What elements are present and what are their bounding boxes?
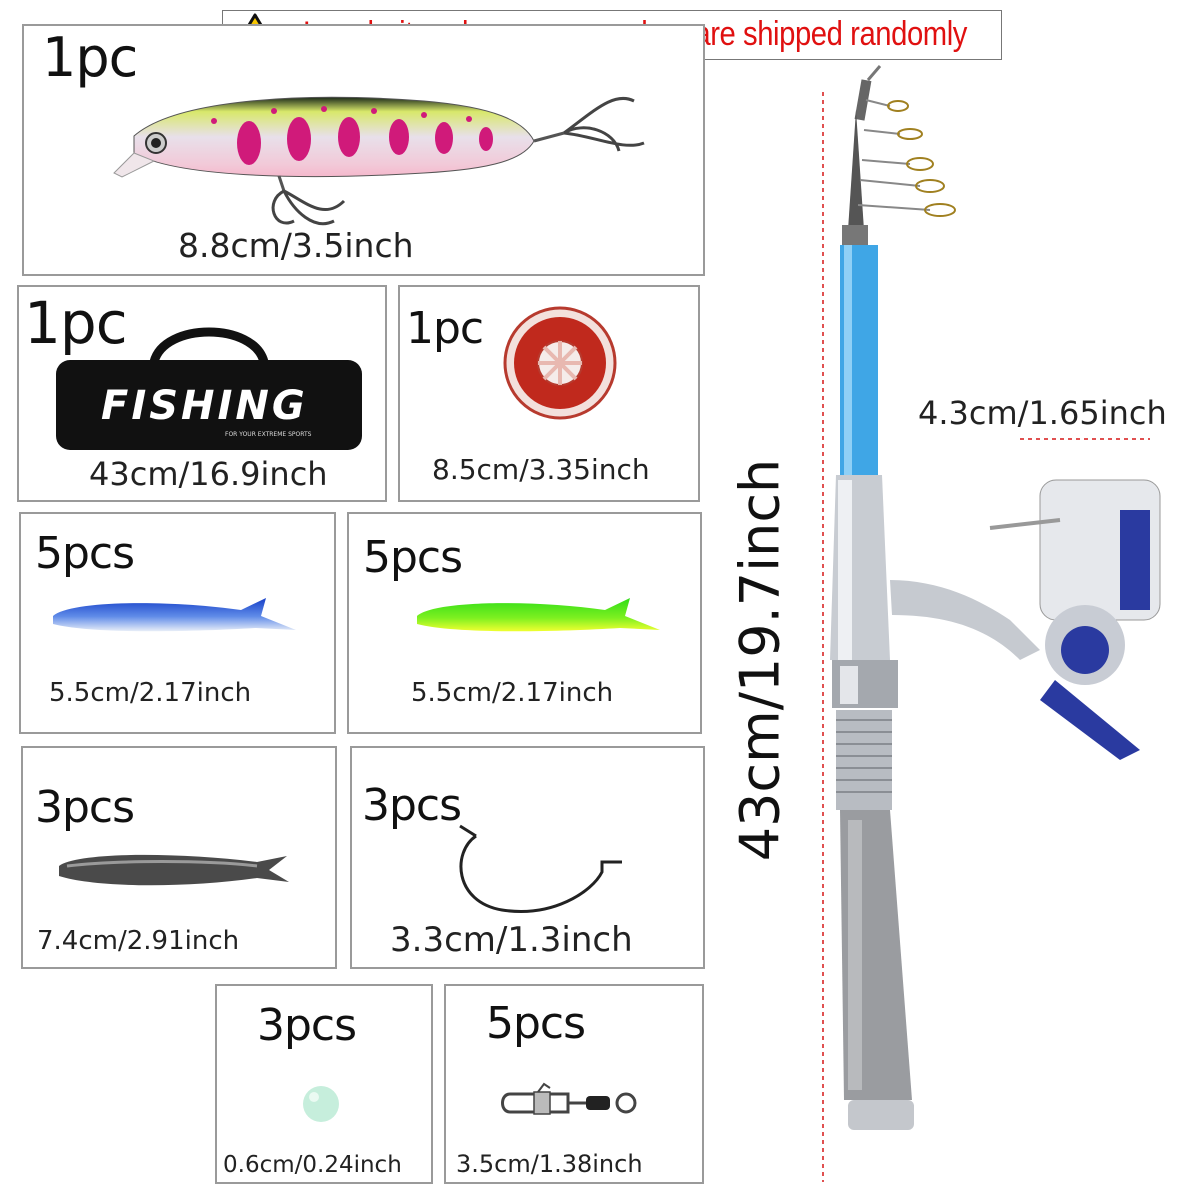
rod-length-dimension-line (822, 92, 824, 1182)
item-quantity: 5pcs (486, 998, 586, 1049)
bead-image (303, 1086, 339, 1122)
item-size: 3.5cm/1.38inch (456, 1150, 643, 1178)
item-size: 8.8cm/3.5inch (178, 226, 414, 265)
rod-bag-image (56, 327, 362, 450)
fishing-rod-image (830, 65, 1161, 1130)
item-silver-soft-bait: 3pcs 7.4cm/2.91inch (21, 746, 337, 969)
bag-tagline-text: FOR YOUR EXTREME SPORTS (225, 431, 312, 438)
fishing-line-spool-image (503, 306, 617, 420)
item-quantity: 3pcs (362, 780, 462, 831)
item-size: 5.5cm/2.17inch (411, 678, 614, 708)
hook-image (459, 824, 622, 913)
item-fishing-line: 1pc 8.5cm/3.35inch (398, 285, 700, 502)
item-size: 43cm/16.9inch (89, 455, 328, 493)
silver-soft-bait-image (59, 854, 289, 886)
item-quantity: 1pc (42, 26, 138, 89)
item-size: 0.6cm/0.24inch (223, 1152, 402, 1178)
item-blue-soft-bait: 5pcs 5.5cm/2.17inch (19, 512, 336, 734)
item-swivel: 5pcs 3.5cm/1.38inch (444, 984, 704, 1184)
item-quantity: 5pcs (363, 532, 463, 583)
item-minnow-lure: 1pc 8.8cm/3.5inch (22, 24, 705, 276)
item-size: 7.4cm/2.91inch (37, 926, 240, 956)
item-rod-bag: 1pc FISHING FOR YOUR EXTREME SPORTS 43cm… (17, 285, 387, 502)
item-bead: 3pcs 0.6cm/0.24inch (215, 984, 433, 1184)
blue-soft-bait-image (53, 598, 296, 632)
item-quantity: 3pcs (257, 1000, 357, 1051)
item-quantity: 1pc (406, 303, 484, 354)
swivel-image (501, 1082, 637, 1115)
item-quantity: 1pc (24, 289, 128, 357)
bag-brand-text: FISHING (101, 383, 308, 429)
item-green-soft-bait: 5pcs 5.5cm/2.17inch (347, 512, 702, 734)
rod-length-label: 43cm/19.7inch (728, 458, 792, 862)
reel-size-label: 4.3cm/1.65inch (918, 394, 1167, 432)
item-size: 5.5cm/2.17inch (49, 678, 252, 708)
item-size: 8.5cm/3.35inch (432, 453, 650, 486)
green-soft-bait-image (417, 598, 660, 632)
reel-dimension-line (1020, 438, 1150, 440)
item-hook: 3pcs 3.3cm/1.3inch (350, 746, 705, 969)
minnow-lure-image (113, 96, 645, 226)
item-quantity: 3pcs (35, 782, 135, 833)
item-size: 3.3cm/1.3inch (390, 920, 633, 960)
item-quantity: 5pcs (35, 528, 135, 579)
